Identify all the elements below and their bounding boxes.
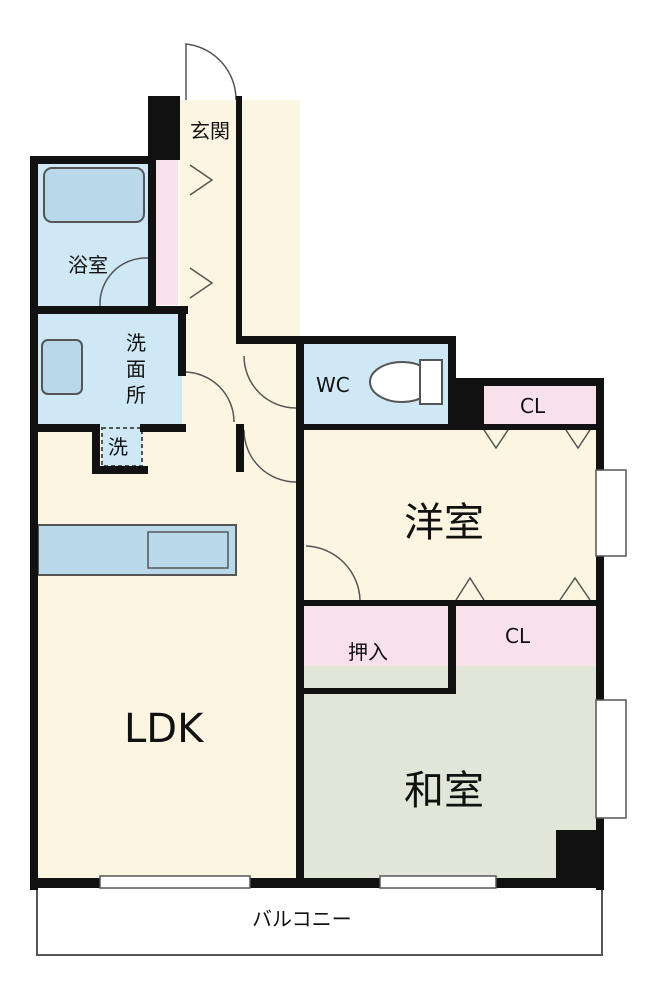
label-washroom-3: 所 xyxy=(126,383,146,407)
label-closet-lower: CL xyxy=(505,624,531,648)
front-door-swing xyxy=(185,43,237,101)
walls xyxy=(30,96,604,890)
wc-door-swing xyxy=(243,355,297,409)
ldk-door-swing xyxy=(243,429,297,483)
label-washroom-1: 洗 xyxy=(126,331,146,355)
shoe-box-marks xyxy=(189,164,214,299)
bath-door-swing xyxy=(99,257,149,307)
washer-pan xyxy=(101,427,143,467)
label-entrance: 玄関 xyxy=(190,119,230,143)
label-washroom-2: 面 xyxy=(126,357,146,381)
window-washitsu-side xyxy=(595,699,627,819)
label-washer: 洗 xyxy=(108,435,128,459)
western-room-door-swing xyxy=(305,545,361,601)
washroom-door-swing xyxy=(183,371,235,423)
label-balcony: バルコニー xyxy=(252,907,352,931)
washitsu-floor xyxy=(302,666,598,880)
label-bath: 浴室 xyxy=(68,253,108,277)
balcony-area xyxy=(36,884,603,956)
western-room-floor xyxy=(302,426,598,606)
window-ldk xyxy=(99,875,251,889)
label-ldk: LDK xyxy=(124,706,205,752)
bathtub xyxy=(43,167,145,223)
window-washitsu-bottom xyxy=(379,875,497,889)
closet-fold-marks-lower xyxy=(455,576,591,601)
label-wc: WC xyxy=(316,373,350,397)
washbasin xyxy=(41,339,83,395)
label-washitsu: 和室 xyxy=(404,768,484,814)
closet-fold-marks-upper xyxy=(483,429,591,450)
toilet-tank xyxy=(419,359,443,405)
closet-lower-floor xyxy=(455,606,596,666)
label-western-room: 洋室 xyxy=(404,500,484,546)
window-western-room xyxy=(595,469,627,557)
label-oshiire: 押入 xyxy=(348,640,388,664)
kitchen-sink xyxy=(147,531,229,569)
label-closet-upper: CL xyxy=(520,394,546,418)
closet-upper-floor xyxy=(483,383,596,426)
entrance-floor xyxy=(180,100,238,150)
shoe-box xyxy=(156,160,178,305)
ldk-floor xyxy=(37,430,299,880)
